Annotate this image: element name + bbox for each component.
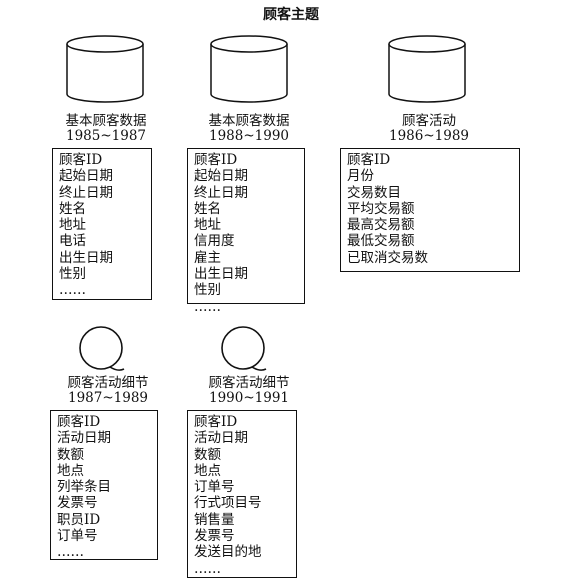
- store-2-field: 起始日期: [194, 168, 248, 185]
- store-1-field: ……: [59, 282, 86, 299]
- store-4-field: 发票号: [57, 495, 98, 512]
- store-1-caption: 基本顾客数据 1985~1987: [50, 114, 162, 144]
- store-5-caption: 顾客活动细节 1990~1991: [193, 376, 305, 406]
- store-3-field: 最高交易额: [347, 217, 415, 234]
- store-2-caption: 基本顾客数据 1988~1990: [193, 114, 305, 144]
- store-5-field: 发票号: [194, 528, 235, 545]
- store-1-field: 出生日期: [59, 249, 113, 266]
- store-4-field: 列举条目: [57, 479, 111, 496]
- store-4-detail-icon: [79, 326, 125, 371]
- store-5-field: 发送目的地: [194, 544, 262, 561]
- store-3-caption: 顾客活动 1986~1989: [373, 114, 485, 144]
- diagram-title: 顾客主题: [263, 7, 319, 23]
- store-1-field: 终止日期: [59, 184, 113, 201]
- store-3-cylinder-icon: [388, 35, 466, 103]
- store-5-field: 订单号: [194, 479, 235, 496]
- store-2-field: 地址: [194, 217, 221, 234]
- store-1-years: 1985~1987: [65, 128, 147, 144]
- store-3-field: 交易数目: [347, 184, 401, 201]
- store-3-field: 已取消交易数: [347, 249, 428, 266]
- store-2-field: 顾客ID: [194, 152, 238, 168]
- store-4-field: 顾客ID: [57, 414, 101, 430]
- store-5-field: 数额: [194, 446, 221, 463]
- store-3-field: 月份: [347, 168, 374, 185]
- store-1-name: 基本顾客数据: [65, 113, 147, 129]
- store-1-field: 顾客ID: [59, 152, 103, 168]
- store-4-years: 1987~1989: [67, 390, 149, 406]
- store-2-cylinder-icon: [210, 35, 288, 103]
- store-4-field: 地点: [57, 462, 84, 479]
- store-3-field: 平均交易额: [347, 200, 415, 217]
- store-5-field: 活动日期: [194, 430, 248, 447]
- store-2-field: 出生日期: [194, 266, 248, 283]
- store-4-field: ……: [57, 544, 84, 561]
- store-5-field: ……: [194, 560, 221, 577]
- store-2-field: 性别: [194, 282, 221, 299]
- store-5-field: 地点: [194, 462, 221, 479]
- store-2-field: 雇主: [194, 249, 221, 266]
- store-5-field: 顾客ID: [194, 414, 238, 430]
- store-5-field: 销售量: [194, 511, 235, 528]
- store-2-field: ……: [194, 298, 221, 315]
- store-2-field: 姓名: [194, 200, 221, 217]
- store-4-field: 活动日期: [57, 430, 111, 447]
- store-4-caption: 顾客活动细节 1987~1989: [52, 376, 164, 406]
- store-3-field: 顾客ID: [347, 152, 391, 168]
- store-1-field: 起始日期: [59, 168, 113, 185]
- store-5-detail-icon: [221, 326, 267, 371]
- store-2-field: 信用度: [194, 233, 235, 250]
- store-4-field: 订单号: [57, 528, 98, 545]
- store-3-years: 1986~1989: [388, 128, 470, 144]
- store-2-years: 1988~1990: [208, 128, 290, 144]
- store-1-field: 姓名: [59, 200, 86, 217]
- store-1-cylinder-icon: [66, 35, 144, 103]
- store-4-field: 数额: [57, 446, 84, 463]
- store-1-field: 电话: [59, 233, 86, 250]
- store-5-name: 顾客活动细节: [208, 375, 290, 391]
- store-1-field: 性别: [59, 266, 86, 283]
- store-5-field: 行式项目号: [194, 495, 262, 512]
- store-2-field: 终止日期: [194, 184, 248, 201]
- store-2-name: 基本顾客数据: [208, 113, 290, 129]
- store-4-field: 职员ID: [57, 511, 101, 528]
- store-3-field: 最低交易额: [347, 233, 415, 250]
- store-1-field: 地址: [59, 217, 86, 234]
- store-4-name: 顾客活动细节: [67, 375, 149, 391]
- store-3-name: 顾客活动: [402, 113, 456, 129]
- store-5-years: 1990~1991: [208, 390, 290, 406]
